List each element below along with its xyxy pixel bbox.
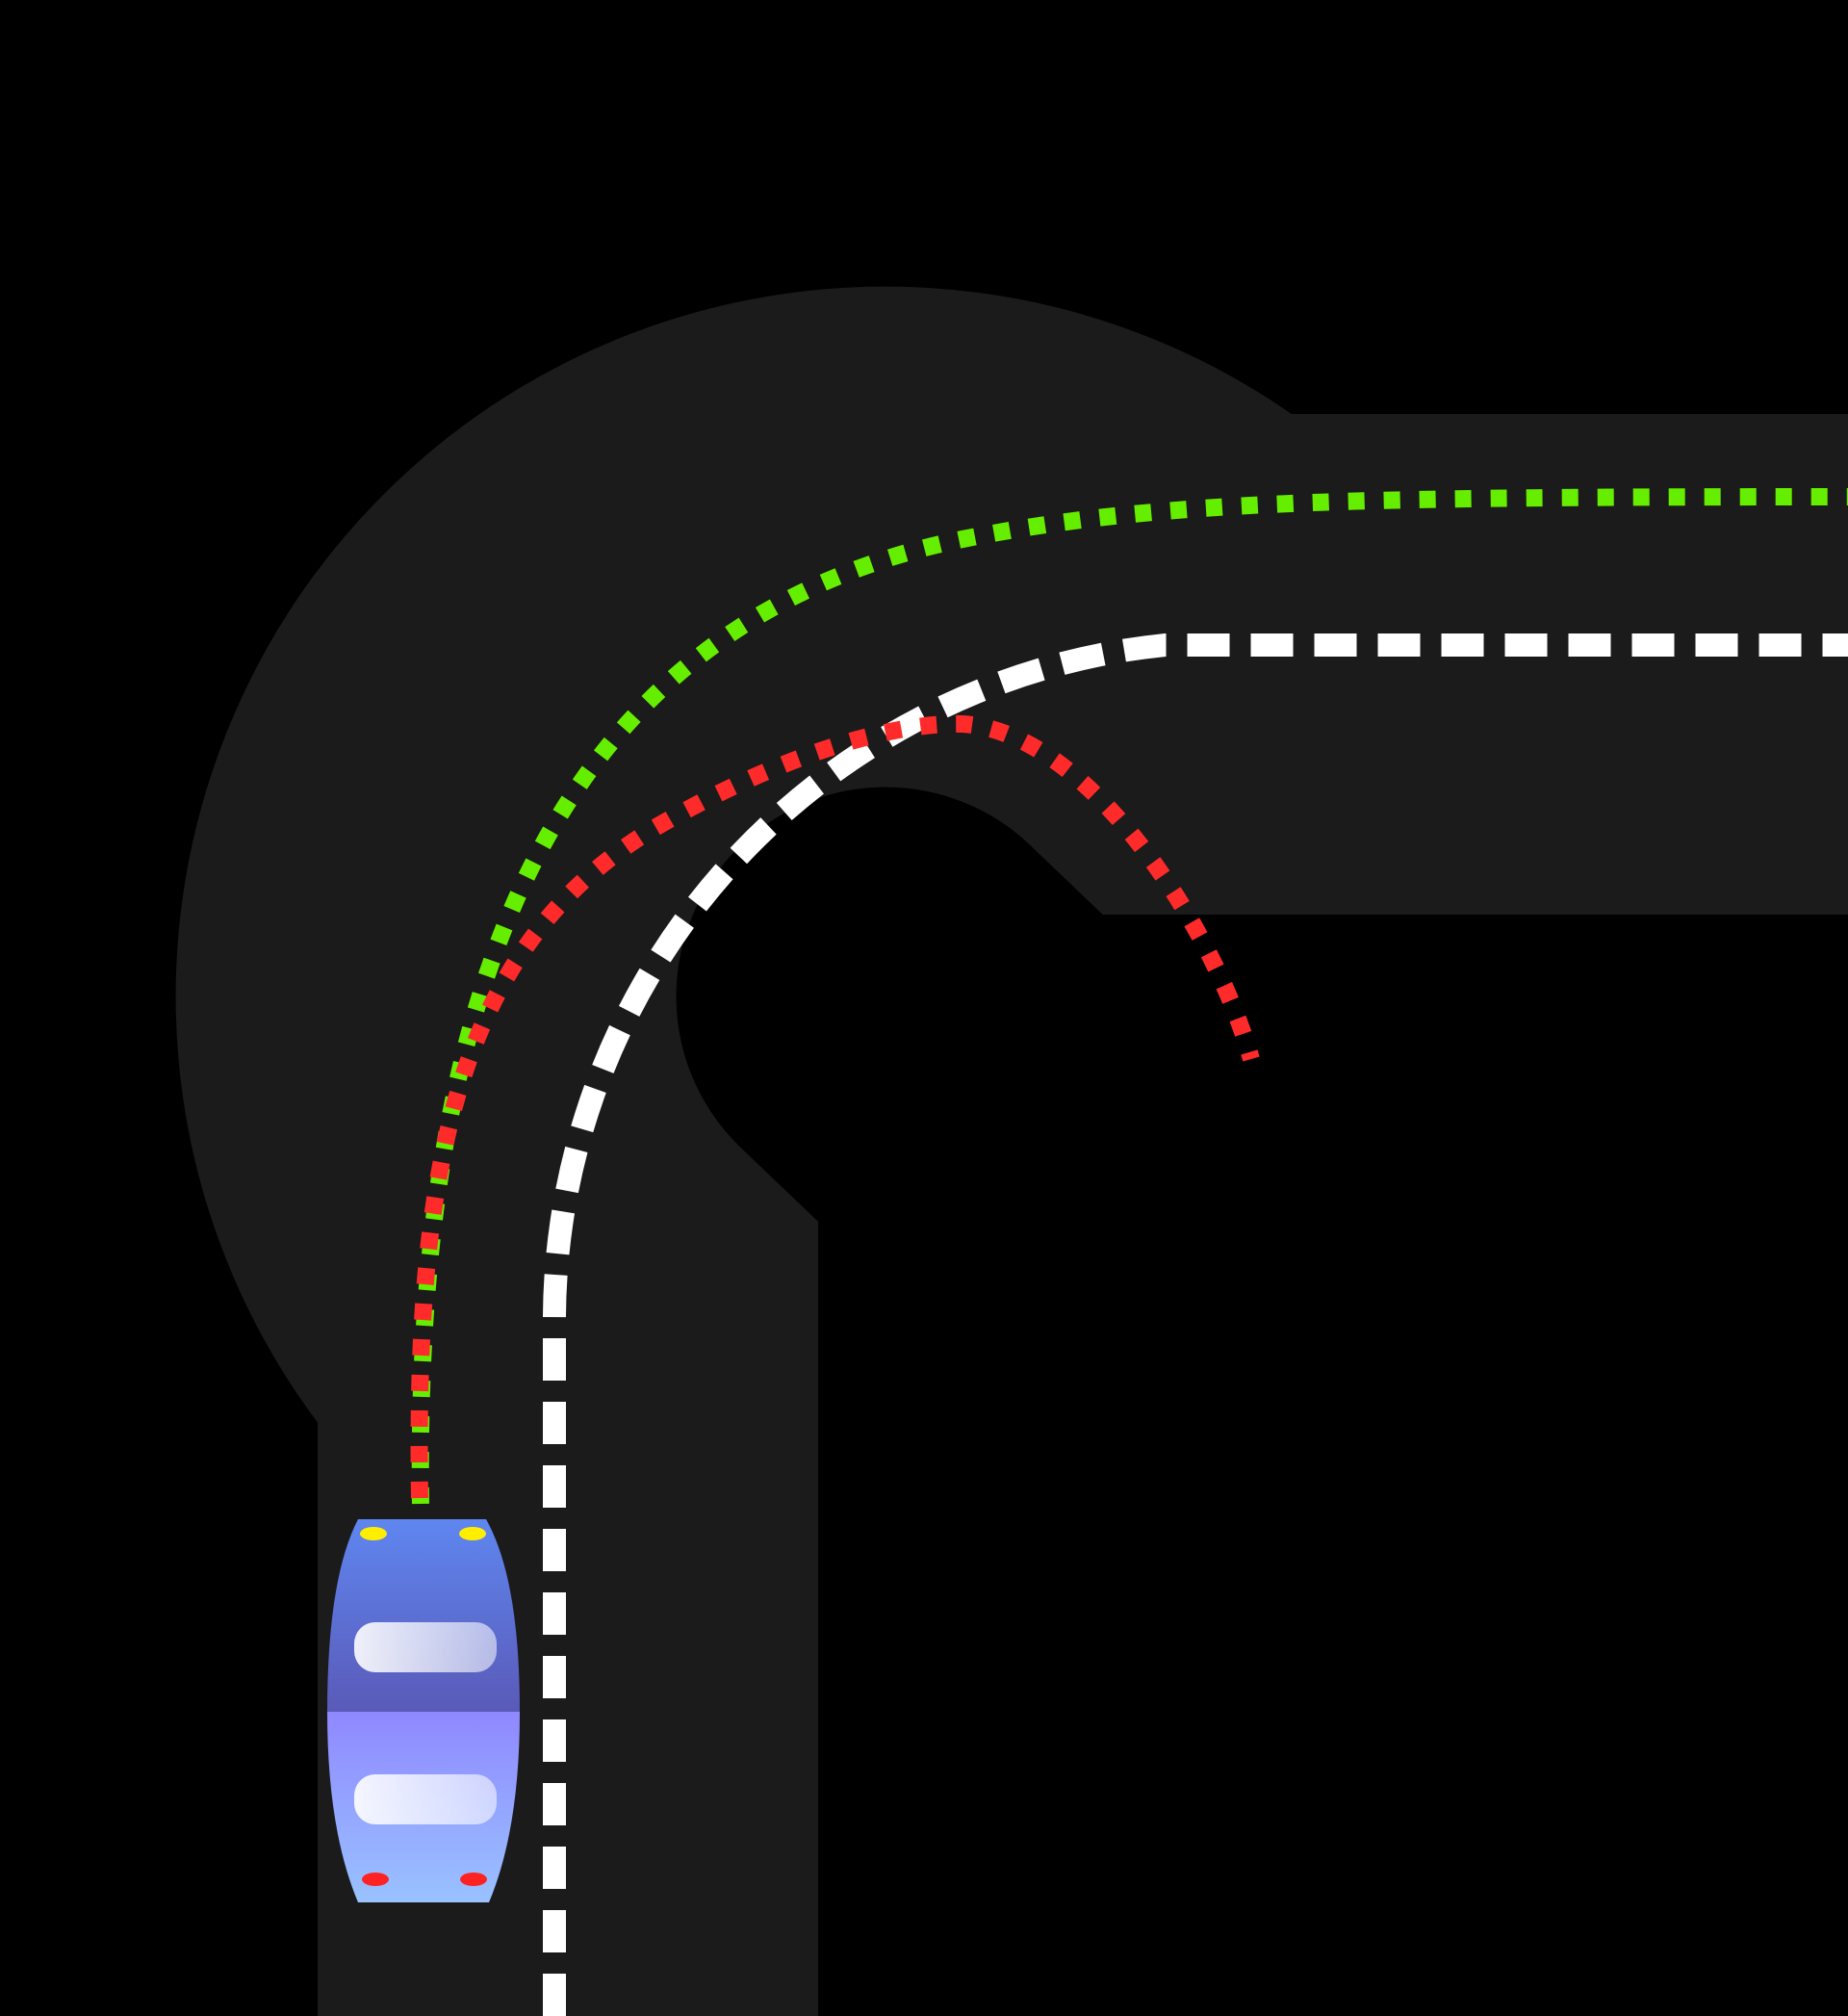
headlight-right (459, 1527, 486, 1540)
predicted-path (410, 714, 1260, 1499)
taillight-right (460, 1873, 487, 1886)
player-car (327, 1519, 520, 1902)
headlight-left (360, 1527, 387, 1540)
car-rear-window (354, 1774, 497, 1824)
car-body-front (327, 1519, 520, 1712)
center-line (542, 633, 1848, 2016)
car-front-window (354, 1622, 497, 1672)
taillight-left (362, 1873, 389, 1886)
